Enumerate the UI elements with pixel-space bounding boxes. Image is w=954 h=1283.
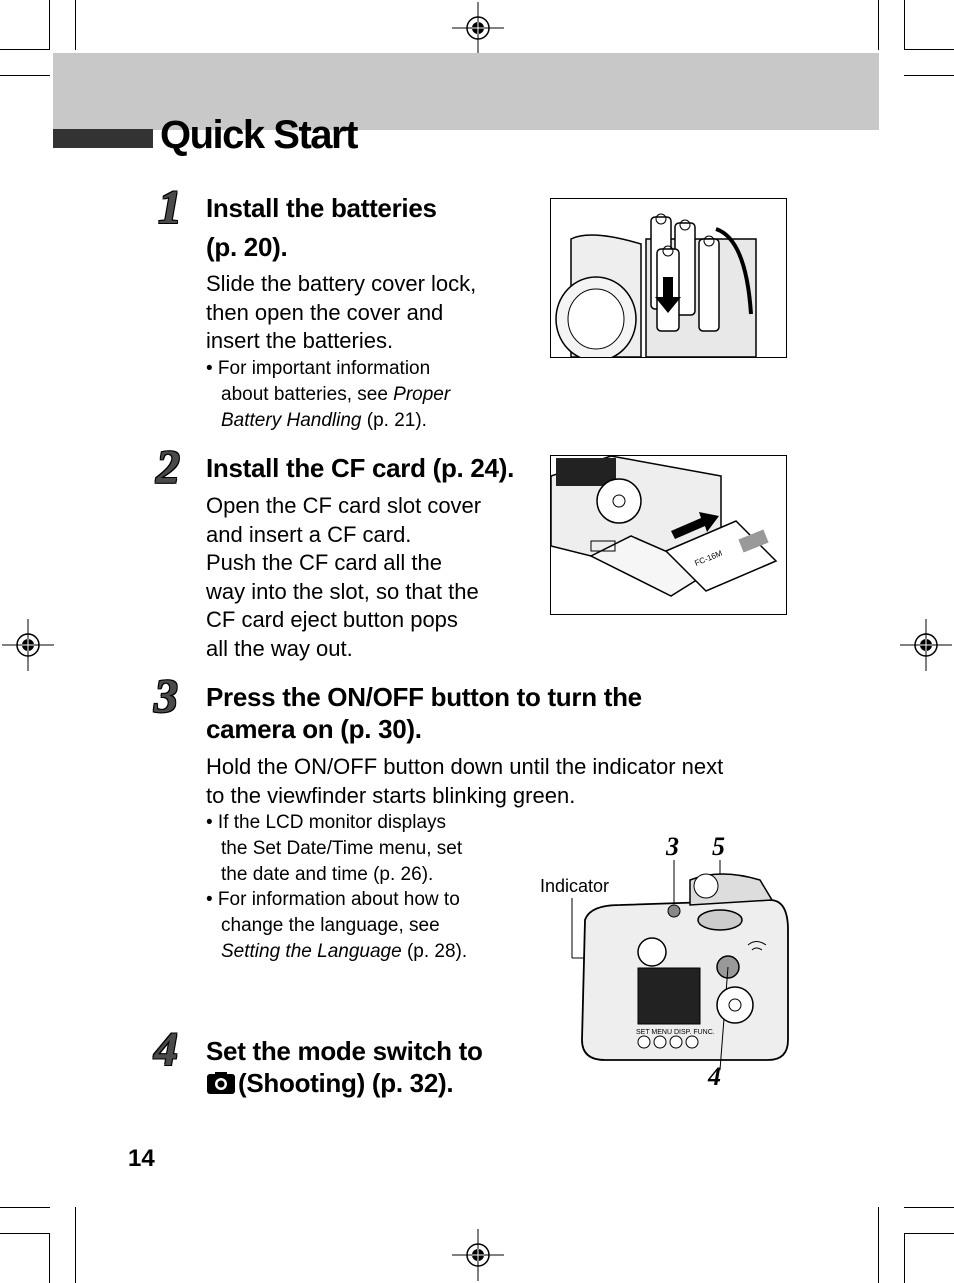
crop-mark: [75, 0, 76, 50]
crop-mark: [49, 1233, 50, 1283]
step-heading: Set the mode switch to (Shooting) (p. 32…: [206, 1035, 483, 1099]
callout-number: 4: [708, 1062, 721, 1091]
body-line: then open the cover and: [206, 299, 444, 325]
camera-back-illustration: SET MENU DISP. FUNC.: [571, 860, 789, 1070]
step-number: 3: [154, 670, 178, 723]
body-line: and insert a CF card.: [206, 521, 412, 547]
page-number: 14: [128, 1145, 155, 1172]
bullet-line: change the language, see: [221, 915, 440, 936]
step-heading-line: Install the batteries: [206, 193, 437, 223]
bullet-line: • For important information: [206, 358, 431, 379]
registration-mark-icon: [452, 1229, 504, 1281]
crop-mark: [904, 1233, 954, 1234]
crop-mark: [904, 1233, 905, 1283]
step-body: Hold the ON/OFF button down until the in…: [206, 753, 723, 810]
step-number: 2: [156, 441, 180, 494]
crop-mark: [904, 0, 905, 50]
crop-mark: [904, 1207, 954, 1208]
step-number: 1: [158, 181, 182, 234]
crop-mark: [878, 1207, 879, 1283]
bullet-italic: Proper: [393, 384, 451, 405]
note-bullet: • For important information about batter…: [206, 356, 541, 434]
bullet-text: (p. 28).: [401, 941, 468, 962]
callout-number: 3: [666, 832, 679, 861]
crop-mark: [878, 0, 879, 50]
body-line: insert the batteries.: [206, 328, 394, 353]
body-line: Hold the ON/OFF button down until the in…: [206, 754, 724, 779]
step-heading: Install the CF card (p. 24).: [206, 453, 514, 483]
bullet-line: • If the LCD monitor displays: [206, 812, 447, 833]
crop-mark: [904, 75, 954, 76]
note-bullet: • For information about how to change th…: [206, 887, 541, 965]
step-heading: Install the batteries (p. 20).: [206, 192, 437, 263]
body-line: Push the CF card all the: [206, 550, 443, 575]
step-heading-line: Set the mode switch to: [206, 1036, 483, 1066]
crop-mark: [0, 1233, 50, 1234]
page-title: Quick Start: [160, 113, 358, 157]
step-heading: Press the ON/OFF button to turn the came…: [206, 681, 642, 745]
step-heading-line: Press the ON/OFF button to turn the: [206, 682, 642, 712]
bullet-text: (p. 21).: [361, 410, 427, 431]
callout-number: 5: [712, 832, 725, 861]
step-heading-text: (Shooting) (p. 32).: [238, 1068, 454, 1098]
bullet-line: about batteries, see Proper: [221, 382, 541, 408]
bullet-line: the date and time (p. 26).: [221, 864, 434, 885]
crop-mark: [49, 0, 50, 50]
cf-card-insert-illustration: FC-16M: [550, 455, 787, 615]
body-line: all the way out.: [206, 635, 353, 661]
body-line: to the viewfinder starts blinking green.: [206, 782, 576, 808]
body-line: Open the CF card slot cover: [206, 493, 482, 518]
crop-mark: [0, 49, 50, 50]
step-body: Slide the battery cover lock, then open …: [206, 270, 476, 356]
camera-icon: [207, 1072, 235, 1094]
header-band: [53, 53, 879, 130]
note-bullet: • If the LCD monitor displays the Set Da…: [206, 810, 541, 888]
body-line: Slide the battery cover lock,: [206, 271, 477, 296]
bullet-italic: Setting the Language: [221, 941, 402, 962]
bullet-line: the Set Date/Time menu, set: [221, 838, 463, 859]
body-line: CF card eject button pops: [206, 607, 458, 632]
bullet-line: Setting the Language (p. 28).: [221, 939, 541, 965]
button-labels: SET MENU DISP. FUNC.: [636, 1029, 715, 1036]
crop-mark: [0, 1207, 50, 1208]
bullet-line: • For information about how to: [206, 889, 460, 910]
crop-mark: [75, 1207, 76, 1283]
step-body: Open the CF card slot cover and insert a…: [206, 492, 481, 663]
crop-mark: [904, 49, 954, 50]
bullet-line: Battery Handling (p. 21).: [221, 408, 541, 434]
body-line: way into the slot, so that the: [206, 578, 479, 604]
step-heading-line: (Shooting) (p. 32).: [206, 1067, 483, 1099]
indicator-label: Indicator: [540, 876, 610, 896]
crop-mark: [0, 75, 50, 76]
registration-mark-icon: [452, 2, 504, 54]
step-heading-line: camera on (p. 30).: [206, 714, 422, 744]
registration-mark-icon: [900, 619, 952, 671]
header-bar: [53, 129, 153, 148]
step-number: 4: [154, 1023, 178, 1076]
registration-mark-icon: [2, 619, 54, 671]
bullet-text: about batteries, see: [221, 384, 394, 405]
battery-insert-illustration: [550, 198, 787, 358]
bullet-italic: Battery Handling: [221, 410, 362, 431]
step-heading-line: (p. 20).: [206, 232, 288, 262]
